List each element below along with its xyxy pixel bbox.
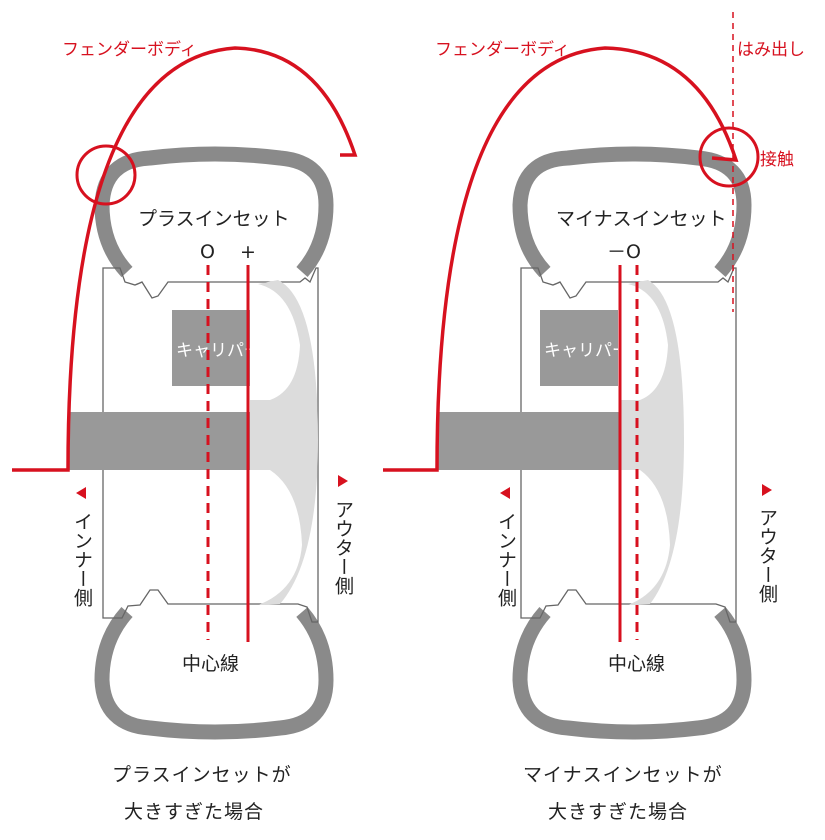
right-wheel-face: [620, 280, 684, 605]
right-contact-circle: [698, 126, 760, 188]
left-caliper-label: キャリパー: [176, 341, 261, 361]
right-inset-label: マイナスインセット: [556, 208, 727, 230]
left-outer-label: アウター側: [332, 500, 354, 595]
right-fender-body: [383, 46, 739, 472]
left-zero-mark: O: [200, 241, 215, 263]
contact-label: 接触: [760, 150, 794, 170]
left-centerline-label: 中心線: [182, 653, 239, 675]
left-caption-line1: プラスインセットが: [112, 764, 292, 786]
left-caption-line2: 大きすぎた場合: [124, 801, 264, 823]
right-inner-arrow-icon: [500, 487, 510, 499]
right-caption-line2: 大きすぎた場合: [548, 801, 688, 823]
left-plus-mark: +: [240, 241, 256, 263]
left-caliper: [172, 310, 250, 386]
right-caption-line1: マイナスインセットが: [523, 764, 723, 786]
left-fender-label: フェンダーボディ: [62, 39, 197, 60]
right-caliper: [540, 310, 618, 386]
right-outer-arrow-icon: [762, 484, 772, 496]
right-panel-minus-inset: キャリパー フェンダーボディ はみ出し 接触 マイナスインセット －O インナー…: [383, 12, 805, 823]
left-contact-circle: [75, 144, 137, 206]
right-minus-zero-mark: －O: [607, 241, 641, 263]
left-inner-label: インナー側: [71, 512, 93, 607]
left-outer-arrow-icon: [338, 475, 348, 487]
left-panel-plus-inset: キャリパー フェンダーボディ プラスインセット O + インナー側 アウター側 …: [12, 39, 358, 823]
right-fender-label: フェンダーボディ: [435, 39, 570, 60]
right-inner-label: インナー側: [495, 512, 517, 607]
right-caliper-label: キャリパー: [544, 341, 629, 361]
protrude-label: はみ出し: [737, 40, 805, 60]
left-inset-label: プラスインセット: [138, 208, 290, 230]
right-outer-label: アウター側: [756, 508, 778, 603]
left-wheel-face: [250, 280, 318, 605]
right-hub: [437, 412, 620, 470]
left-fender-body: [12, 46, 358, 472]
left-hub: [68, 412, 250, 470]
left-inner-arrow-icon: [76, 487, 86, 499]
right-centerline-label: 中心線: [608, 653, 665, 675]
